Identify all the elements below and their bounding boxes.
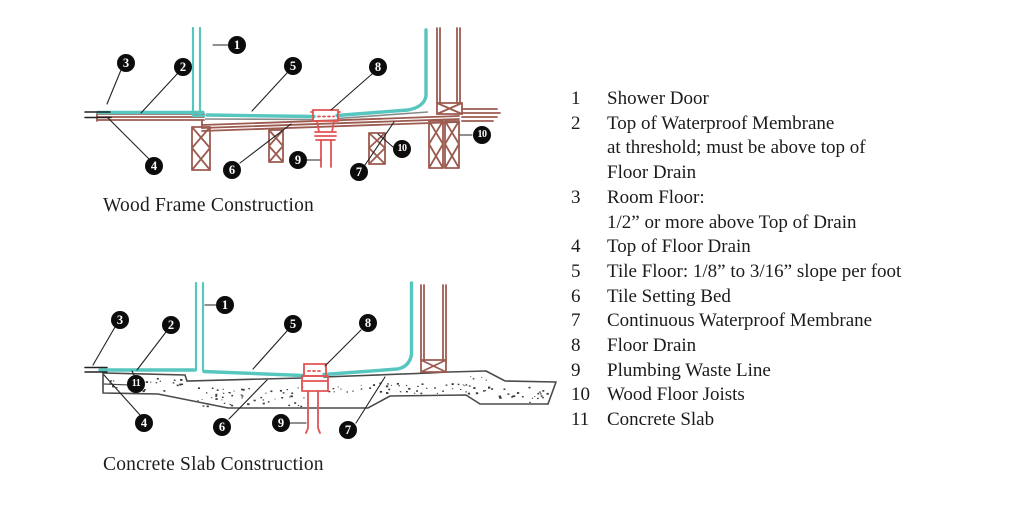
callout-2: 2 (174, 58, 192, 76)
legend-item-text: Tile Floor: 1/8” to 3/16” slope per foot (607, 260, 902, 282)
legend-item: 8 Floor Drain (571, 334, 1011, 359)
callout-7: 7 (350, 163, 368, 181)
legend-item-number (571, 136, 607, 161)
legend-item-number (571, 211, 607, 236)
waste-line (320, 139, 332, 168)
legend-item-text: Shower Door (607, 88, 709, 109)
wood-frame-title: Wood Frame Construction (103, 195, 315, 216)
legend-item-number: 7 (571, 310, 581, 332)
legend-item: 2 Top of Waterproof Membrane (571, 112, 1011, 137)
legend-item-text: Floor Drain (607, 162, 697, 184)
legend-item-text: Continuous Waterproof Membrane (607, 310, 873, 332)
callout-6: 6 (213, 418, 231, 436)
legend-item: 1 Shower Door (571, 87, 1011, 112)
tile-and-shower-door (98, 281, 414, 378)
wood-stud-wall (420, 284, 447, 373)
legend-item-text: Room Floor: (607, 186, 705, 208)
legend-item: 9 Plumbing Waste Line (571, 359, 1011, 384)
legend-item-number: 4 (571, 236, 581, 258)
callout-2: 2 (162, 316, 180, 334)
callout-5: 5 (284, 315, 302, 333)
legend-item: 5 Tile Floor: 1/8” to 3/16” slope per foo… (571, 260, 1011, 285)
legend-item: 6 Tile Setting Bed (571, 285, 1011, 310)
legend-item: 3 Room Floor: (571, 186, 1011, 211)
legend-item: 7 Continuous Waterproof Membrane (571, 309, 1011, 334)
legend-item-text: Wood Floor Joists (607, 384, 745, 406)
legend-item-number: 11 (571, 409, 590, 431)
callout-5: 5 (284, 57, 302, 75)
shower-door-line (191, 26, 206, 118)
legend-item-number (571, 161, 607, 186)
legend-item-number: 5 (571, 260, 581, 282)
callout-4: 4 (135, 414, 153, 432)
tile-and-shower-door (96, 26, 428, 119)
legend-item-continuation: at threshold; must be above top of (571, 136, 1011, 161)
legend-item-continuation: 1/2” or more above Top of Drain (571, 211, 1011, 236)
legend-item-number: 9 (571, 359, 581, 381)
concrete-slab-title: Concrete Slab Construction (103, 454, 324, 475)
legend-item-text: 1/2” or more above Top of Drain (607, 211, 857, 233)
tile-floor-line (96, 28, 428, 119)
legend-item-continuation: Floor Drain (571, 161, 1011, 186)
concrete-slab-diagram (84, 281, 557, 434)
floor-drain-assembly (301, 363, 329, 434)
tile-floor-line (98, 281, 414, 378)
legend-item-text: Concrete Slab (607, 409, 715, 431)
callout-3: 3 (117, 54, 135, 72)
concrete-slab-outline (102, 370, 557, 409)
callout-10: 10 (473, 126, 491, 144)
waste-line (305, 390, 321, 434)
legend-item-text: Floor Drain (607, 335, 697, 357)
callout-9: 9 (289, 151, 307, 169)
callout-9: 9 (272, 414, 290, 432)
legend-item-number: 6 (571, 285, 581, 307)
legend-item-number: 8 (571, 335, 581, 357)
shower-door-line (194, 281, 205, 372)
callout-11: 11 (127, 375, 145, 393)
legend: 1 Shower Door 2 Top of Waterproof Membrane a… (571, 87, 1011, 433)
callout-10: 10 (393, 140, 411, 158)
wood-frame-diagram (84, 26, 501, 171)
legend-item: 10 Wood Floor Joists (571, 383, 1011, 408)
callout-3: 3 (111, 311, 129, 329)
membrane-line (204, 111, 429, 121)
legend-item-text: at threshold; must be above top of (607, 137, 866, 159)
legend-item-number: 10 (571, 384, 590, 406)
room-floor-datum (84, 111, 112, 119)
callout-6: 6 (223, 161, 241, 179)
legend-item-number: 1 (571, 88, 581, 109)
leader-lines (84, 44, 473, 166)
legend-item-number: 2 (571, 112, 581, 134)
legend-item-text: Top of Waterproof Membrane (607, 112, 835, 134)
legend-item-text: Plumbing Waste Line (607, 359, 771, 381)
callout-8: 8 (369, 58, 387, 76)
callout-1: 1 (216, 296, 234, 314)
callout-4: 4 (145, 157, 163, 175)
room-floor-datum (84, 366, 108, 373)
legend-item: 4 Top of Floor Drain (571, 235, 1011, 260)
wood-framing (96, 27, 501, 171)
slab-stipple-dots (109, 376, 549, 408)
callout-7: 7 (339, 421, 357, 439)
leader-lines (84, 304, 386, 424)
floor-drain-assembly (310, 109, 341, 168)
legend-item-text: Tile Setting Bed (607, 285, 731, 307)
callout-8: 8 (359, 314, 377, 332)
legend-item: 11 Concrete Slab (571, 408, 1011, 433)
legend-item-text: Top of Floor Drain (607, 236, 751, 258)
callout-1: 1 (228, 36, 246, 54)
legend-item-number: 3 (571, 186, 581, 208)
